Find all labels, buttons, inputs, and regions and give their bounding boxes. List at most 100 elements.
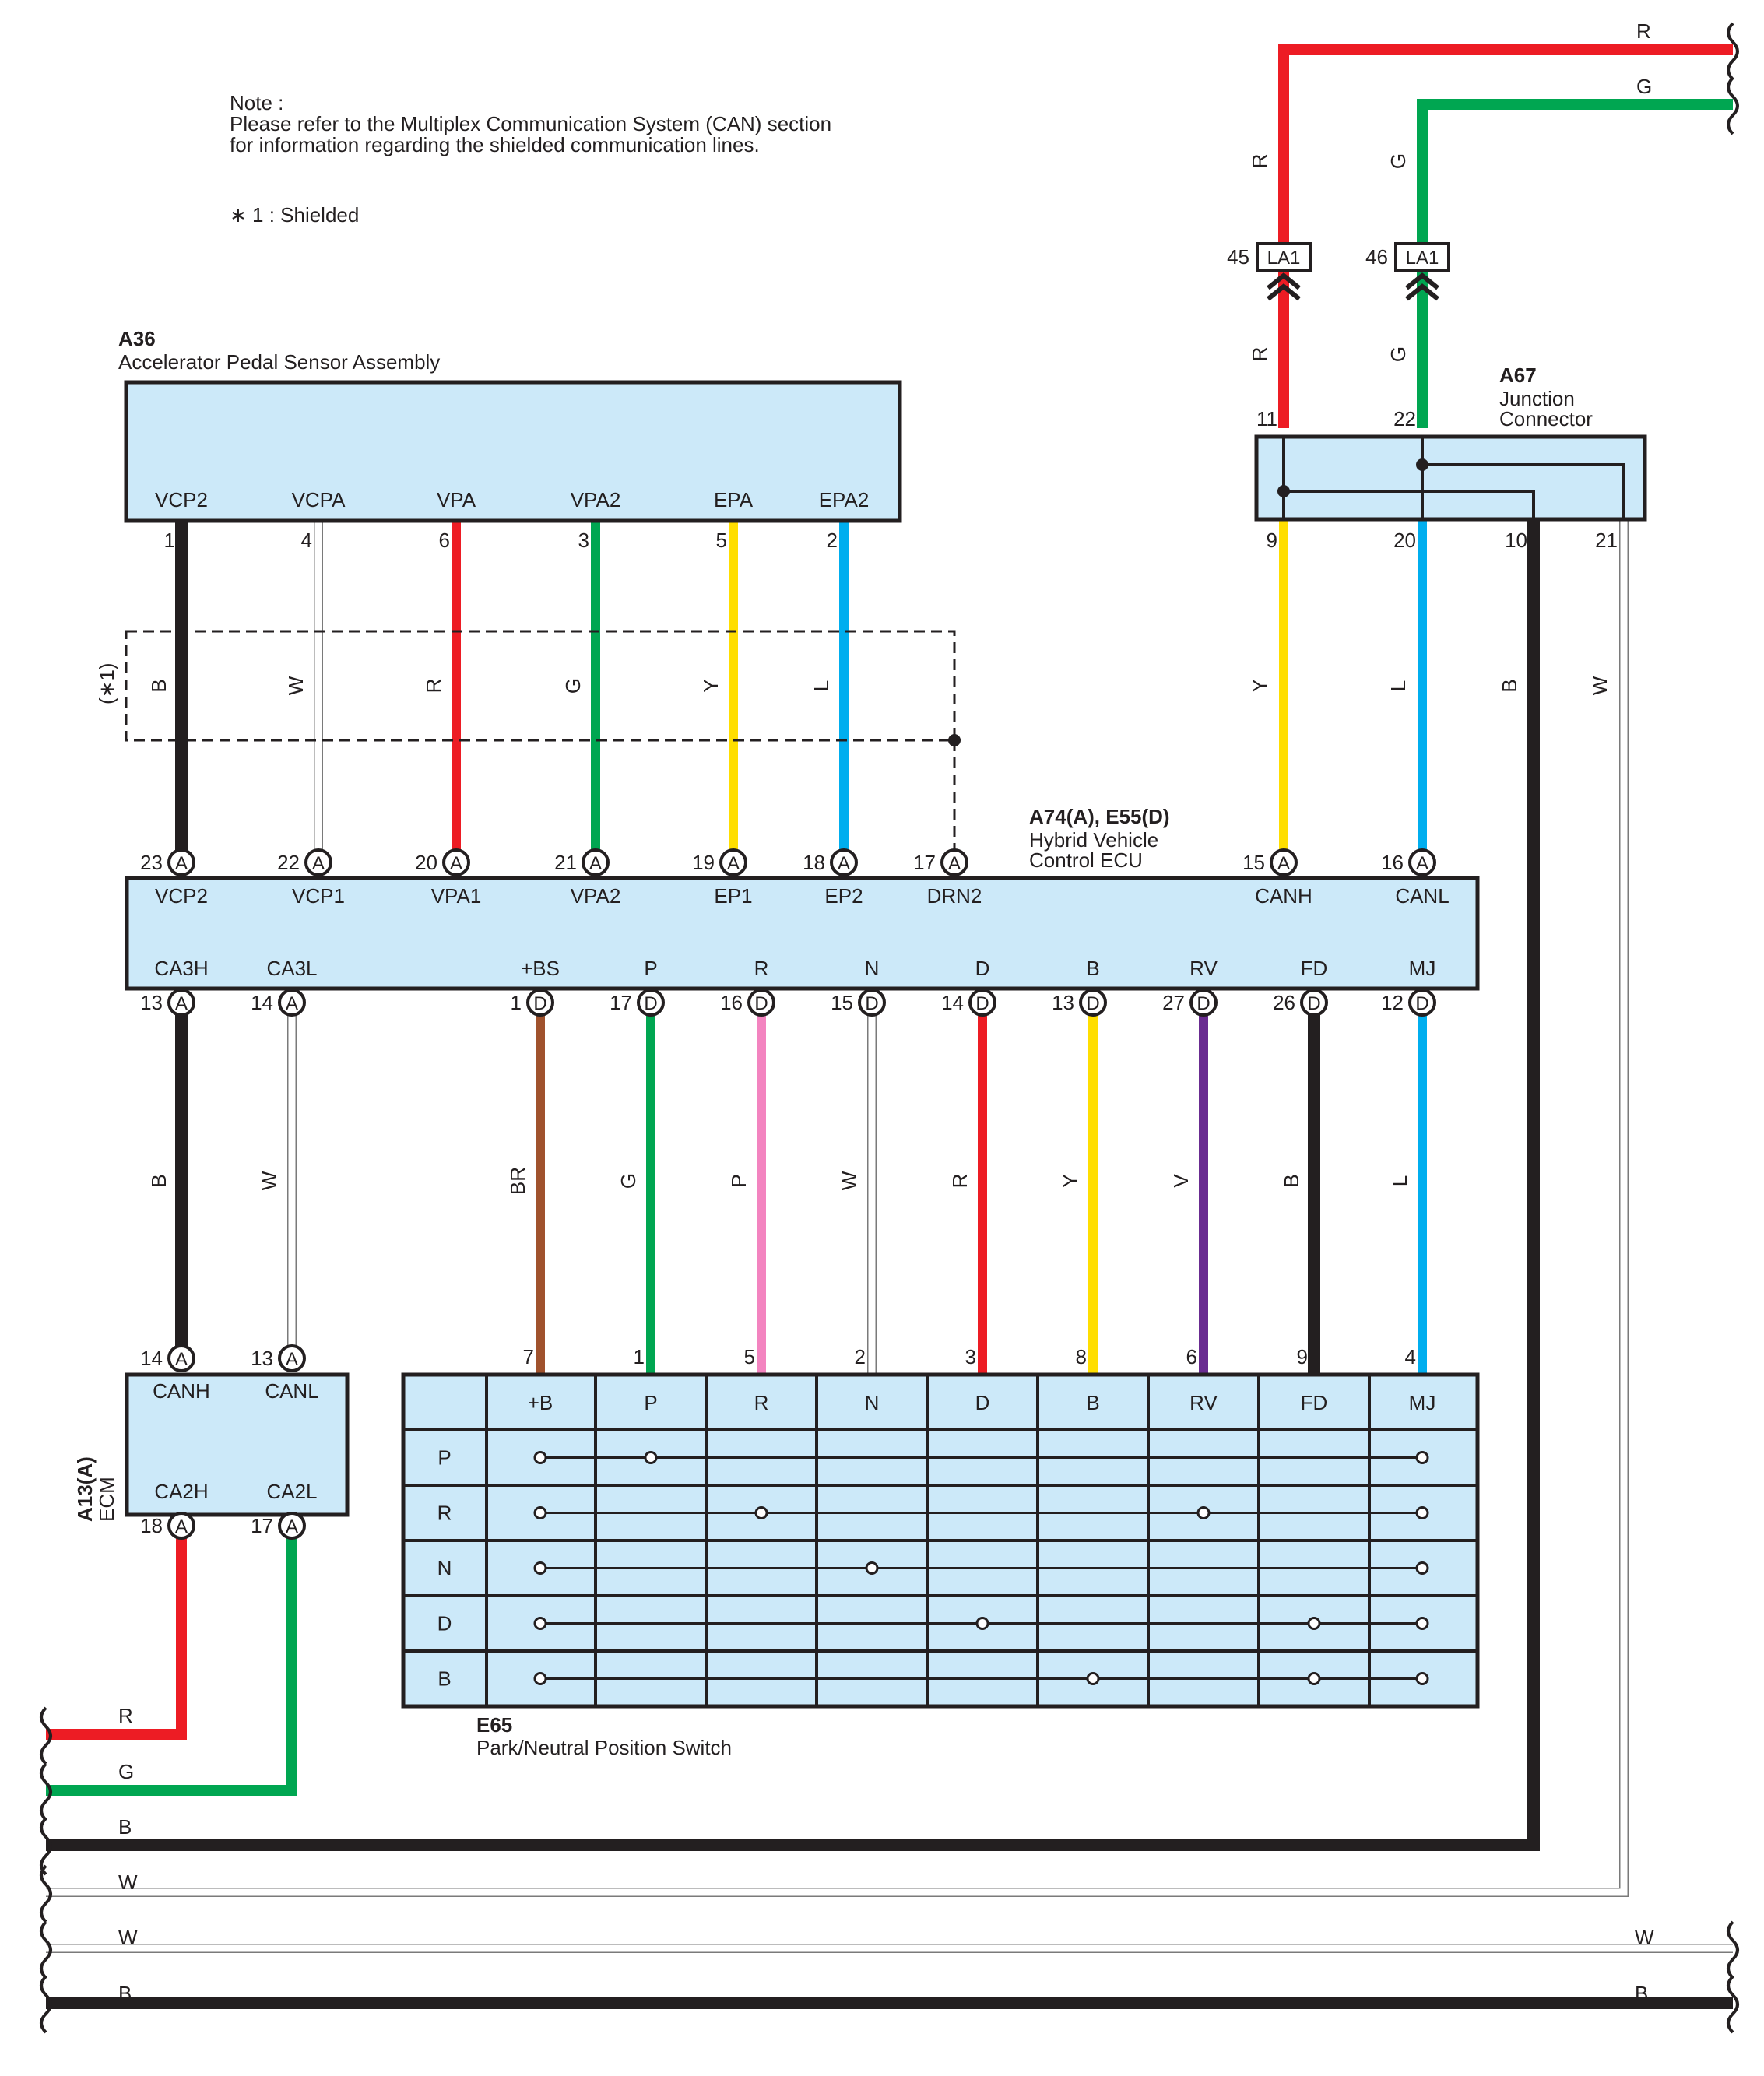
ecm-wire-ca2l	[46, 1538, 297, 1796]
hv-ecu-top-pin-17	[940, 848, 968, 876]
a36-pin-num: 6	[439, 529, 450, 552]
hv-ecu-bottom-pin-14	[278, 989, 306, 1017]
a36-wire-color-label: Y	[699, 679, 722, 692]
hv-ecu-top-pin-label: VPA1	[431, 884, 482, 908]
a67-wire-21	[46, 519, 1628, 1896]
a67-bottom-pin-num: 20	[1393, 529, 1416, 552]
la1-connector-box	[1394, 242, 1450, 272]
hv-ecu-top-pin-15-letter: A	[1277, 853, 1290, 874]
ecm-bottom-pin-label: CA2H	[154, 1480, 208, 1503]
ecm-top-pin-13-letter: A	[286, 1349, 298, 1370]
e65-pin-num-3: 3	[965, 1345, 976, 1368]
la1-connector-num: 46	[1365, 245, 1388, 269]
a36-code: A36	[118, 327, 156, 350]
note-line1: Please refer to the Multiplex Communicat…	[230, 112, 831, 135]
a36-pin-label: VCPA	[292, 488, 346, 511]
hv-ecu-top-pin-20	[442, 848, 470, 876]
shield-box	[125, 630, 956, 742]
hv-ecu-top-pin-label: VCP1	[292, 884, 345, 908]
a67-top-pin-num: 22	[1393, 407, 1416, 430]
ecm-bottom-pin-17	[278, 1512, 306, 1540]
hv-ecu-bottom-pin-1	[526, 989, 554, 1017]
hv-ecu-bottom-pin-num: 16	[720, 991, 743, 1014]
la1-wire-color-label-top: G	[1386, 153, 1410, 169]
hv-ecu-bottom-pin-num: 13	[1052, 991, 1074, 1014]
hv-ecu-name2: Control ECU	[1029, 848, 1143, 872]
bus-label-bottom-b-right: B	[1635, 1982, 1648, 2005]
note-shielded: ∗ 1 : Shielded	[230, 203, 359, 227]
la1-connector-chevron	[1405, 272, 1439, 301]
a67-bottom-pin-num: 21	[1595, 529, 1618, 552]
boxes-layer	[124, 380, 1647, 1709]
e65-col-header-3: N	[865, 1391, 880, 1414]
a36-wire-color-label: G	[561, 678, 585, 694]
a36-pin-label: EPA2	[819, 488, 870, 511]
la1-wire-color-label-bottom: G	[1386, 346, 1410, 362]
hv-ecu-bottom-pin-label: R	[754, 957, 769, 980]
hv-ecu-top-pin-22	[304, 848, 332, 876]
hv-ecu-top-pin-23	[167, 848, 195, 876]
ecm-name: ECM	[95, 1477, 118, 1522]
hv-ecu-wire-color-label: B	[1280, 1174, 1303, 1187]
hv-ecu-top-pin-21	[582, 848, 610, 876]
hv-ecu-bottom-pin-15	[858, 989, 886, 1017]
ecm-bottom-pin-num: 17	[251, 1514, 273, 1537]
ecm-bottom-pin-num: 18	[140, 1514, 163, 1537]
bus-label-left-r: R	[118, 1704, 133, 1727]
hv-ecu-bottom-pin-label: D	[975, 957, 990, 980]
bus-label-top-g: G	[1636, 75, 1652, 98]
hv-ecu-top-pin-num: 23	[140, 851, 163, 874]
hv-ecu-bottom-pin-14-letter: A	[286, 993, 298, 1014]
e65-continuity-node	[1307, 1672, 1321, 1685]
ecm-box	[125, 1372, 350, 1517]
e65-pin-num-5: 5	[744, 1345, 755, 1368]
hv-ecu-bottom-pin-13-letter: A	[175, 993, 188, 1014]
hv-ecu-wire-color-label: B	[147, 1174, 170, 1187]
a36-pin-label: VCP2	[155, 488, 208, 511]
e65-continuity-node	[1415, 1672, 1429, 1685]
hv-ecu-top-pin-num: 15	[1242, 851, 1265, 874]
a67-box	[1254, 434, 1647, 522]
note-block: Note : Please refer to the Multiplex Com…	[230, 91, 831, 227]
hv-ecu-bottom-pin-label: CA3L	[266, 957, 317, 980]
hv-ecu-bottom-pin-label: B	[1086, 957, 1099, 980]
e65-row-label-n: N	[437, 1557, 452, 1580]
hv-ecu-top-pin-num: 16	[1381, 851, 1404, 874]
hv-ecu-top-pin-num: 20	[415, 851, 437, 874]
e65-col-header-4: D	[975, 1391, 990, 1414]
hv-ecu-top-pin-19-letter: A	[727, 853, 740, 874]
a67-wire-color-label: L	[1386, 680, 1410, 691]
bus-wire-top-r	[1278, 44, 1733, 428]
hv-ecu-bottom-pin-num: 26	[1273, 991, 1295, 1014]
bus-break-mark	[1727, 22, 1739, 81]
hv-ecu-top-pin-15	[1270, 848, 1298, 876]
a67-junction-dot	[1416, 458, 1428, 471]
ecm-top-pin-num: 14	[140, 1347, 163, 1370]
e65-continuity-node	[865, 1561, 879, 1575]
e65-continuity-node	[533, 1561, 547, 1575]
hv-ecu-bottom-pin-14-letter: D	[975, 993, 989, 1014]
bus-wire-top-g	[1417, 99, 1733, 428]
hv-ecu-bottom-pin-17	[637, 989, 665, 1017]
e65-name: Park/Neutral Position Switch	[476, 1736, 732, 1759]
hv-ecu-top-pin-num: 18	[803, 851, 825, 874]
ecm-top-pin-14-letter: A	[175, 1349, 188, 1370]
a36-pin-num: 4	[301, 529, 312, 552]
a36-pin-num: 2	[827, 529, 838, 552]
a67-bottom-pin-num: 10	[1505, 529, 1527, 552]
hv-ecu-top-pin-21-letter: A	[589, 853, 602, 874]
note-line2: for information regarding the shielded c…	[230, 133, 760, 156]
a67-internal-lines	[1282, 437, 1625, 519]
hv-ecu-top-pin-16-letter: A	[1416, 853, 1428, 874]
la1-wire-color-label-top: R	[1248, 154, 1271, 169]
e65-row-label-b: B	[437, 1667, 451, 1691]
hv-ecu-bottom-pin-14	[968, 989, 996, 1017]
bus-label-left-g: G	[118, 1760, 134, 1783]
hv-ecu-top-pin-20-letter: A	[450, 853, 462, 874]
ecm-bottom-pin-17-letter: A	[286, 1516, 298, 1537]
wires-layer	[46, 44, 1733, 2009]
bus-label-left-w: W	[118, 1871, 138, 1894]
ecm-top-pin-13	[278, 1344, 306, 1372]
